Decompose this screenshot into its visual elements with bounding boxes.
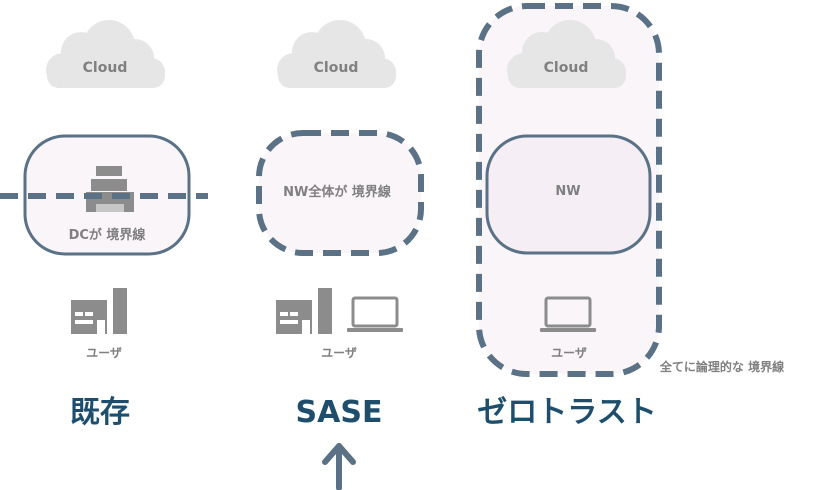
boundary-label: DCが 境界線 bbox=[69, 227, 147, 243]
nw-boundary bbox=[256, 130, 424, 256]
column-title-existing: 既存 bbox=[70, 395, 130, 430]
user-label: ユーザ bbox=[86, 346, 122, 360]
cloud-label: Cloud bbox=[544, 60, 589, 76]
boundary-label: NW bbox=[555, 184, 580, 199]
up-arrow-icon bbox=[322, 443, 356, 490]
laptop-icon bbox=[345, 296, 405, 334]
user-label: ユーザ bbox=[321, 346, 357, 360]
zero-trust-note: 全てに論理的な 境界線 bbox=[659, 359, 784, 374]
boundary-label: NW全体が 境界線 bbox=[283, 184, 392, 200]
user-label: ユーザ bbox=[551, 346, 587, 360]
column-title-sase: SASE bbox=[296, 395, 383, 430]
cloud-icon bbox=[46, 20, 165, 88]
nw-zone bbox=[485, 134, 652, 255]
cloud-icon bbox=[277, 20, 396, 88]
column-title-zero-trust: ゼロトラスト bbox=[477, 395, 656, 430]
cloud-label: Cloud bbox=[83, 60, 128, 76]
cloud-label: Cloud bbox=[314, 60, 359, 76]
office-building-icon bbox=[71, 288, 127, 334]
office-building-icon bbox=[276, 288, 332, 334]
